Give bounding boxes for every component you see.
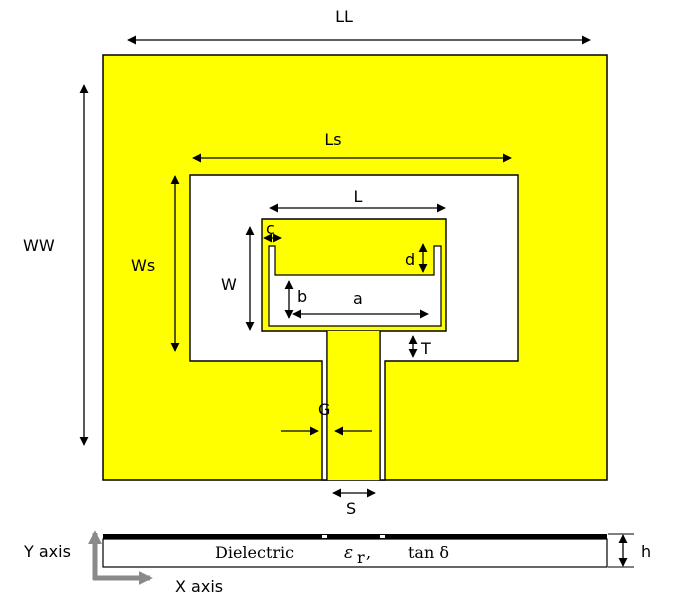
substrate-dielectric xyxy=(102,538,608,568)
epsilon-symbol: ε xyxy=(344,543,353,563)
d-label: d xyxy=(405,250,415,269)
patch-u-slot xyxy=(268,245,442,327)
w-label: W xyxy=(221,275,237,294)
ll-label: LL xyxy=(335,7,353,26)
dielectric-label: Dielectric xyxy=(215,543,294,562)
x-axis-label: X axis xyxy=(175,577,223,596)
h-label: h xyxy=(641,542,651,561)
b-label: b xyxy=(297,287,307,306)
t-label: T xyxy=(420,339,431,358)
l-label: L xyxy=(354,187,363,206)
ws-label: Ws xyxy=(131,256,155,275)
g-label: G xyxy=(318,400,330,419)
feed-gap-right xyxy=(380,535,385,538)
s-label: S xyxy=(346,499,356,518)
a-label: a xyxy=(353,289,363,308)
y-axis-label: Y axis xyxy=(23,542,71,561)
ww-label: WW xyxy=(23,236,55,255)
substrate-copper-top xyxy=(103,534,607,539)
tan-delta-label: tan δ xyxy=(408,543,449,562)
feed-line xyxy=(327,331,380,480)
ls-label: Ls xyxy=(324,130,341,149)
c-label: c xyxy=(266,219,275,238)
feed-gap-left xyxy=(322,535,327,538)
epsilon-subscript: r xyxy=(357,548,365,567)
comma-separator: , xyxy=(366,543,371,562)
